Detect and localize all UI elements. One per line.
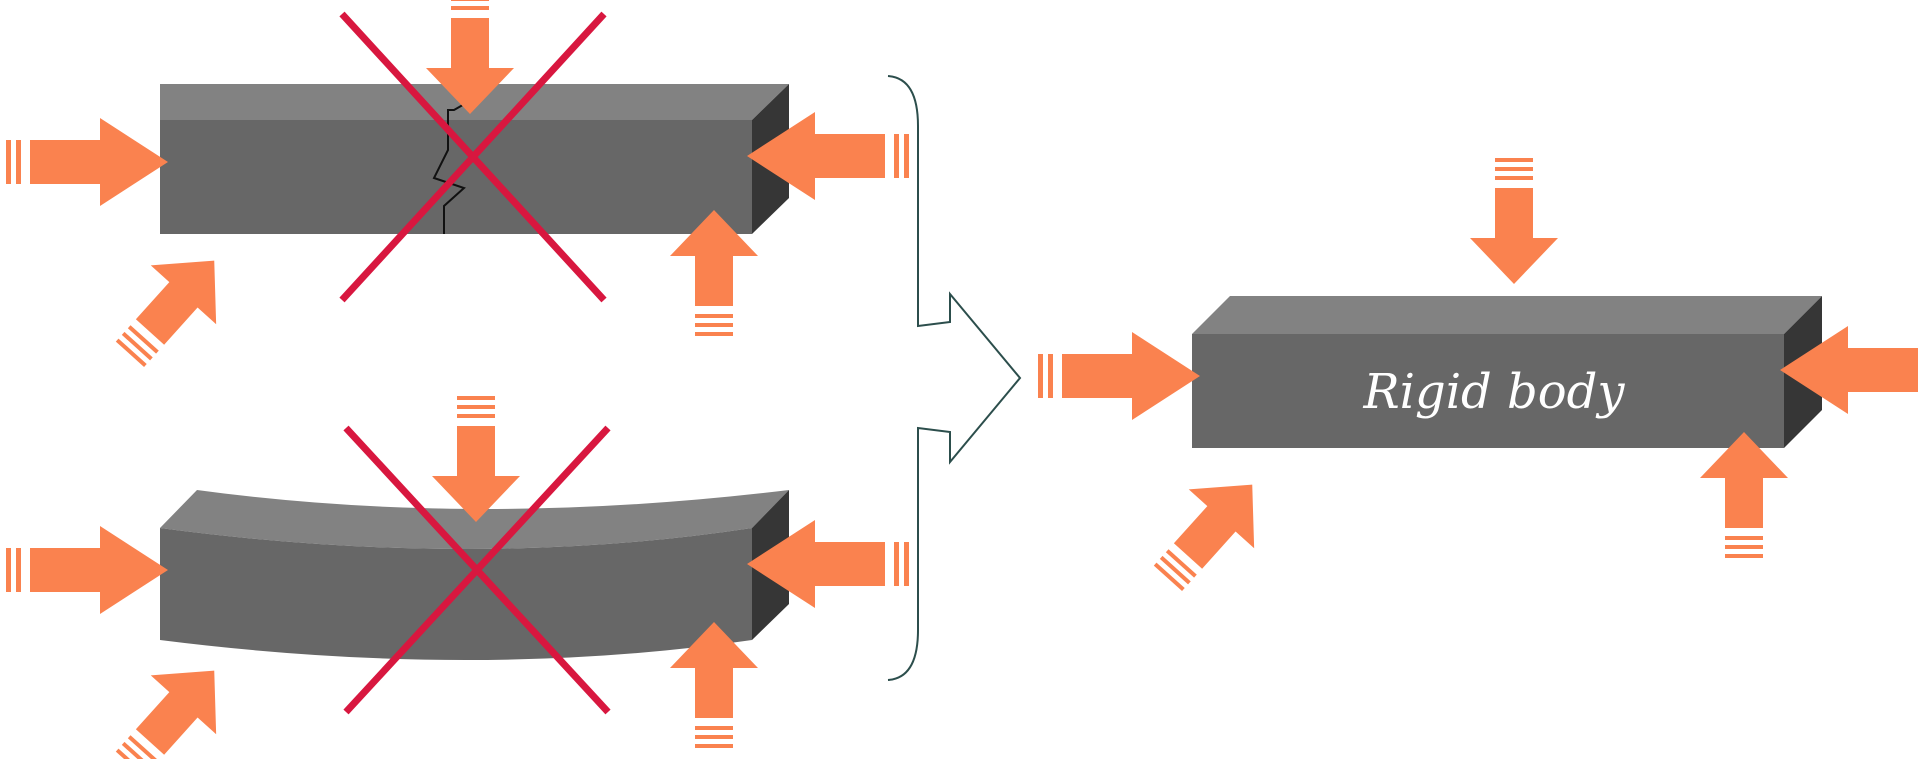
bar-front-face xyxy=(1192,334,1784,448)
force-arrow-icon xyxy=(6,118,168,206)
crack-line xyxy=(432,101,469,234)
cross-mark-icon xyxy=(339,11,607,303)
force-arrow-icon xyxy=(1470,158,1558,284)
brace-arrow-icon xyxy=(887,75,1022,681)
bar-top-face-left xyxy=(160,84,197,120)
fractured-bar-case xyxy=(6,0,909,384)
rigid-bar: Rigid body xyxy=(1192,296,1822,448)
force-arrow-icon xyxy=(97,231,247,384)
bent-bar-case xyxy=(6,396,909,759)
rigid-body-case: Rigid body xyxy=(1038,158,1920,608)
force-arrow-icon xyxy=(432,396,520,522)
force-arrow-icon xyxy=(1700,432,1788,558)
force-arrow-icon xyxy=(6,526,168,614)
force-arrow-icon xyxy=(97,641,247,759)
rigid-body-label: Rigid body xyxy=(1362,364,1625,420)
force-arrow-icon xyxy=(1135,455,1285,608)
cross-mark-icon xyxy=(343,425,611,715)
bar-top-face xyxy=(1192,296,1822,334)
force-arrow-icon xyxy=(1038,332,1200,420)
